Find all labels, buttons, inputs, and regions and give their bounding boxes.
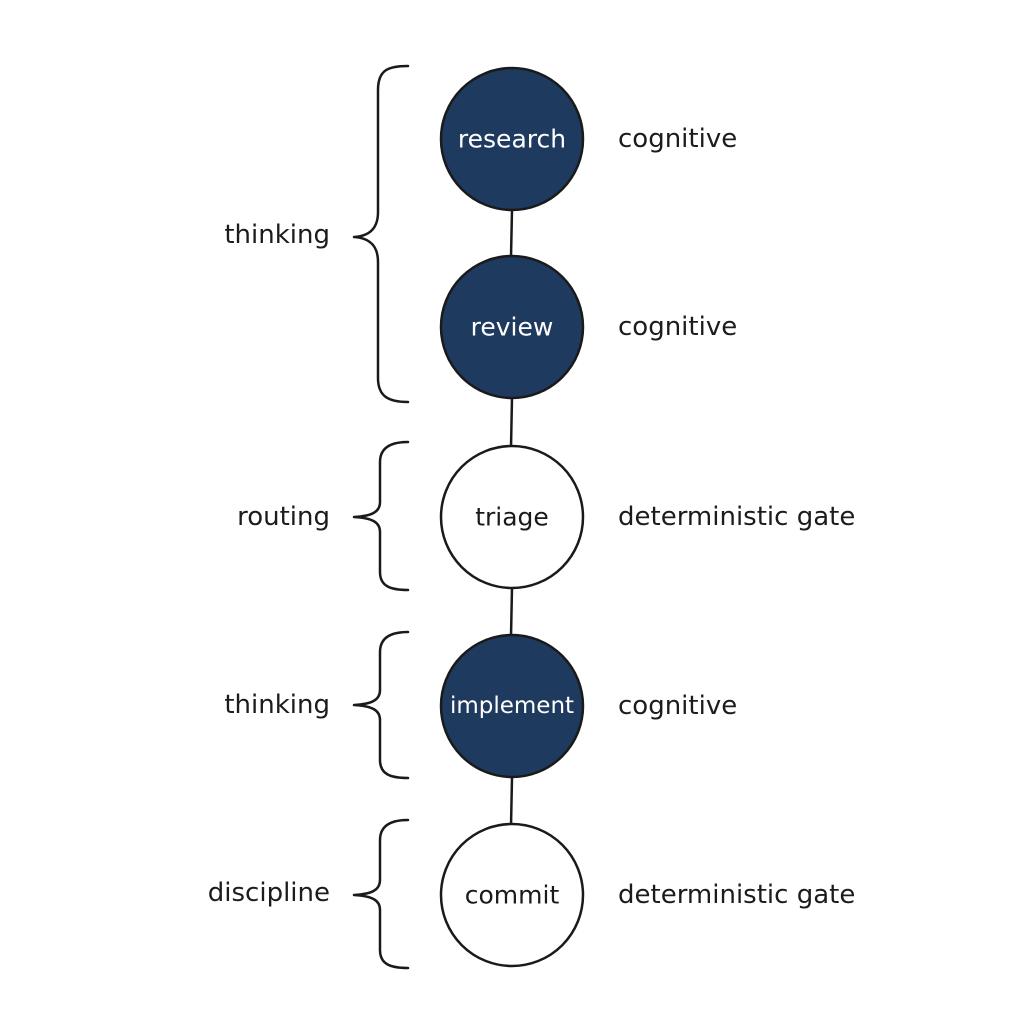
node-implement-label: implement <box>450 693 574 719</box>
side-label-triage: deterministic gate <box>618 502 855 532</box>
brace-thinking-2 <box>352 630 410 780</box>
brace-discipline <box>352 818 410 970</box>
brace-thinking-1 <box>352 64 410 404</box>
group-label-routing: routing <box>237 502 330 532</box>
side-label-review: cognitive <box>618 312 737 342</box>
node-commit-circle <box>439 822 585 968</box>
nodes: research review triage implement commit <box>439 66 585 968</box>
side-label-implement: cognitive <box>618 691 737 721</box>
connector-implement-commit <box>509 776 514 828</box>
node-review-circle <box>439 254 585 400</box>
group-label-discipline: discipline <box>208 878 330 908</box>
group-label-thinking-2: thinking <box>224 690 330 720</box>
node-review: review <box>439 254 585 400</box>
node-review-label: review <box>471 313 554 342</box>
side-label-research: cognitive <box>618 124 737 154</box>
brace-routing <box>352 440 410 592</box>
node-triage: triage <box>439 444 585 590</box>
node-research: research <box>439 66 585 212</box>
side-label-commit: deterministic gate <box>618 880 855 910</box>
connector-triage-implement <box>509 586 514 638</box>
node-research-circle <box>439 66 585 212</box>
node-triage-label: triage <box>475 503 549 532</box>
node-research-label: research <box>458 125 566 154</box>
node-commit-label: commit <box>465 881 560 910</box>
side-labels: cognitive cognitive deterministic gate c… <box>618 124 855 910</box>
group-label-thinking-1: thinking <box>224 220 330 250</box>
node-implement-circle <box>439 633 585 779</box>
group-braces <box>352 64 410 970</box>
connectors <box>509 208 514 828</box>
connector-research-review <box>509 208 514 259</box>
group-labels: thinking routing thinking discipline <box>208 220 330 908</box>
connector-review-triage <box>509 396 514 449</box>
node-triage-circle <box>439 444 585 590</box>
node-implement: implement <box>439 633 585 779</box>
node-commit: commit <box>439 822 585 968</box>
